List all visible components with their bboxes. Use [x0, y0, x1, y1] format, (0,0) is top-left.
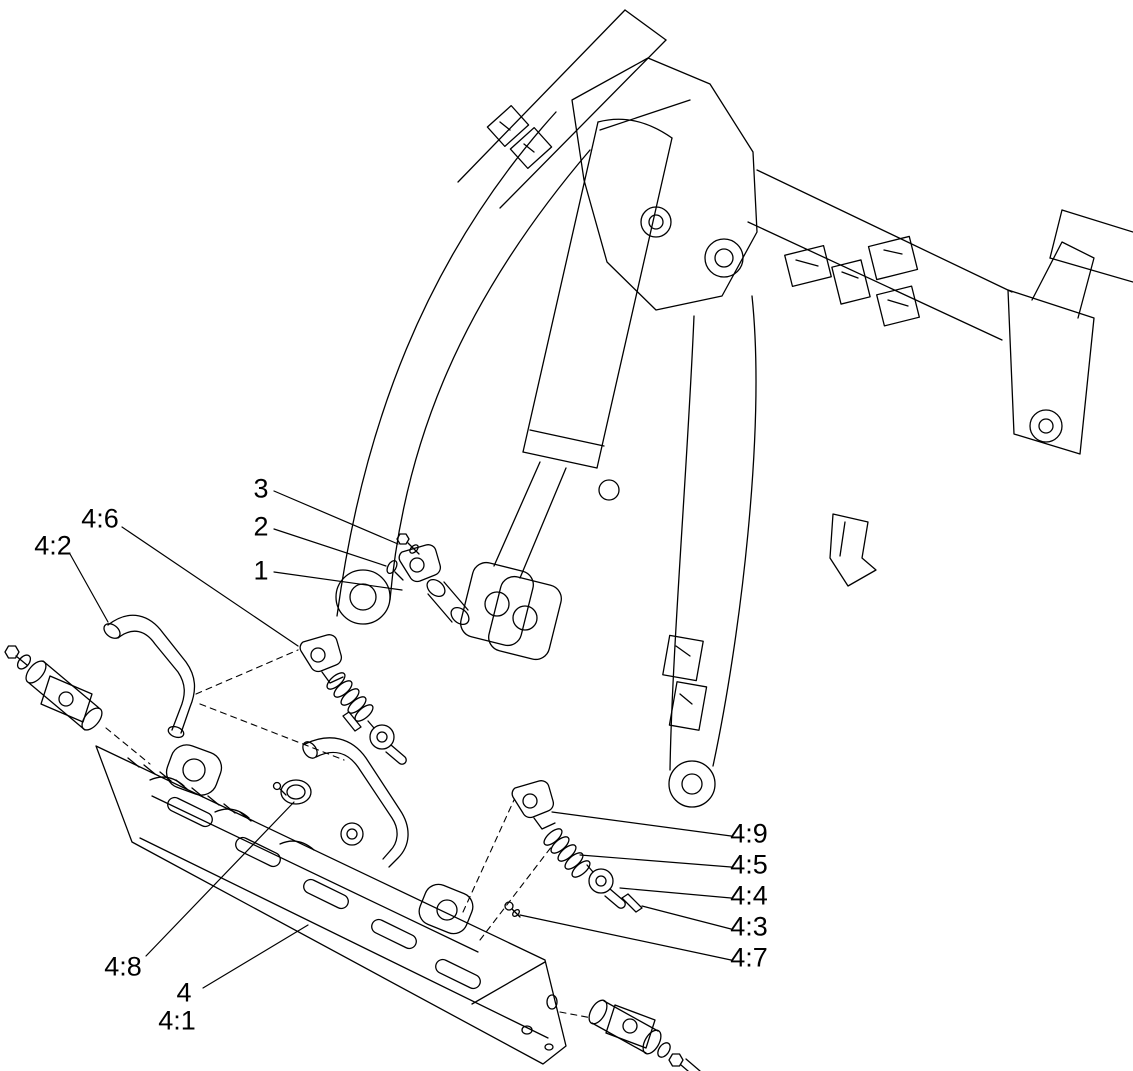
latch-kit-right — [511, 780, 643, 913]
beam-decals — [486, 104, 553, 170]
leader-4-9 — [551, 811, 732, 837]
callout-4-5: 4:5 — [730, 849, 768, 880]
mount-bracket — [829, 513, 877, 587]
callout-4-1: 4:1 — [158, 1005, 196, 1036]
latch-kit-left — [299, 634, 407, 765]
leader-4-2 — [69, 553, 109, 623]
loader-arm-rear — [662, 295, 757, 808]
loader-arm-front — [335, 111, 591, 625]
leader-4 — [202, 924, 309, 989]
quick-attach-plate — [95, 737, 567, 1065]
loader-frame-right — [747, 169, 1133, 455]
callout-4-9: 4:9 — [730, 818, 768, 849]
pivot-pin-right — [588, 999, 701, 1071]
callout-4: 4 — [176, 977, 192, 1008]
pivot-pin-left — [4, 645, 103, 731]
callout-4-8: 4:8 — [104, 951, 142, 982]
leader-4-6 — [121, 526, 299, 647]
handle-rod — [103, 614, 196, 739]
callout-1: 1 — [253, 555, 269, 586]
pivot-linkage — [571, 57, 758, 311]
boom-arm-left-beam — [457, 9, 667, 209]
callout-4-4: 4:4 — [730, 880, 768, 911]
leader-1 — [273, 571, 403, 591]
callout-4-6: 4:6 — [81, 503, 119, 534]
callout-3: 3 — [253, 473, 269, 504]
leader-4-8 — [145, 801, 295, 957]
callout-4-7: 4:7 — [730, 942, 768, 973]
hydraulic-cylinder — [460, 118, 673, 661]
leader-4-3 — [641, 905, 732, 930]
assembly-guide-lines — [105, 649, 593, 1019]
latch-pin-parts-upper — [386, 533, 470, 626]
callout-4-3: 4:3 — [730, 911, 768, 942]
leader-lines — [69, 490, 732, 989]
warning-decals — [784, 235, 920, 327]
callout-4-2: 4:2 — [34, 530, 72, 561]
callout-2: 2 — [253, 511, 269, 542]
leader-4-4 — [619, 887, 732, 899]
leader-3 — [273, 490, 399, 545]
leader-4-5 — [579, 854, 732, 868]
leader-4-7 — [519, 914, 732, 961]
leader-2 — [273, 528, 387, 567]
